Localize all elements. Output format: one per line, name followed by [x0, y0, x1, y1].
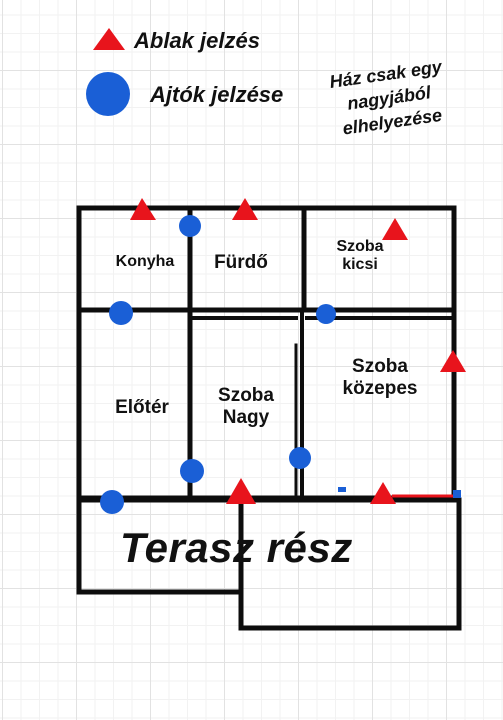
- terrace-label: Terasz rész: [120, 524, 353, 571]
- windows: [130, 198, 466, 504]
- room-szoba-kozepes-line-2: közepes: [342, 377, 418, 399]
- door-entrance: [100, 490, 124, 514]
- room-konyha-label: Konyha: [115, 253, 175, 270]
- room-szoba-kicsi-label: Szoba kicsi: [310, 238, 410, 275]
- room-szoba-nagy-label: Szoba Nagy: [196, 385, 296, 429]
- blue-marker-2: [453, 490, 461, 498]
- door-konyha-eloter: [109, 301, 133, 325]
- room-szoba-nagy-line-2: Nagy: [222, 406, 270, 428]
- room-eloter-label: Előtér: [115, 397, 169, 418]
- window-kozepes: [440, 350, 466, 372]
- window-konyha: [130, 198, 156, 220]
- door-eloter-nagy: [180, 459, 204, 483]
- legend-door-label: Ajtók jelzése: [150, 82, 284, 107]
- window-kicsi: [382, 218, 408, 240]
- door-konyha-furdo: [179, 215, 201, 237]
- doors: [100, 215, 336, 514]
- legend-window-label: Ablak jelzés: [134, 28, 260, 53]
- room-szoba-kicsi-line-1: Szoba: [336, 238, 384, 255]
- room-szoba-kicsi-line-2: kicsi: [342, 256, 378, 274]
- window-terrace-left: [226, 478, 256, 504]
- door-nagy-kozepes: [289, 447, 311, 469]
- room-szoba-nagy-line-1: Szoba: [218, 385, 274, 406]
- blue-marker-1: [338, 487, 346, 492]
- legend-window-icon: [93, 28, 125, 50]
- door-kicsi: [316, 304, 336, 324]
- room-furdo-label: Fürdő: [214, 252, 268, 273]
- window-terrace-right: [370, 482, 396, 504]
- terrace-right: [238, 497, 462, 631]
- room-szoba-kozepes-line-1: Szoba: [352, 356, 408, 377]
- legend-door-icon: [86, 72, 130, 116]
- terrace-walls: [76, 497, 462, 631]
- room-szoba-kozepes-label: Szoba közepes: [330, 356, 430, 400]
- window-furdo: [232, 198, 258, 220]
